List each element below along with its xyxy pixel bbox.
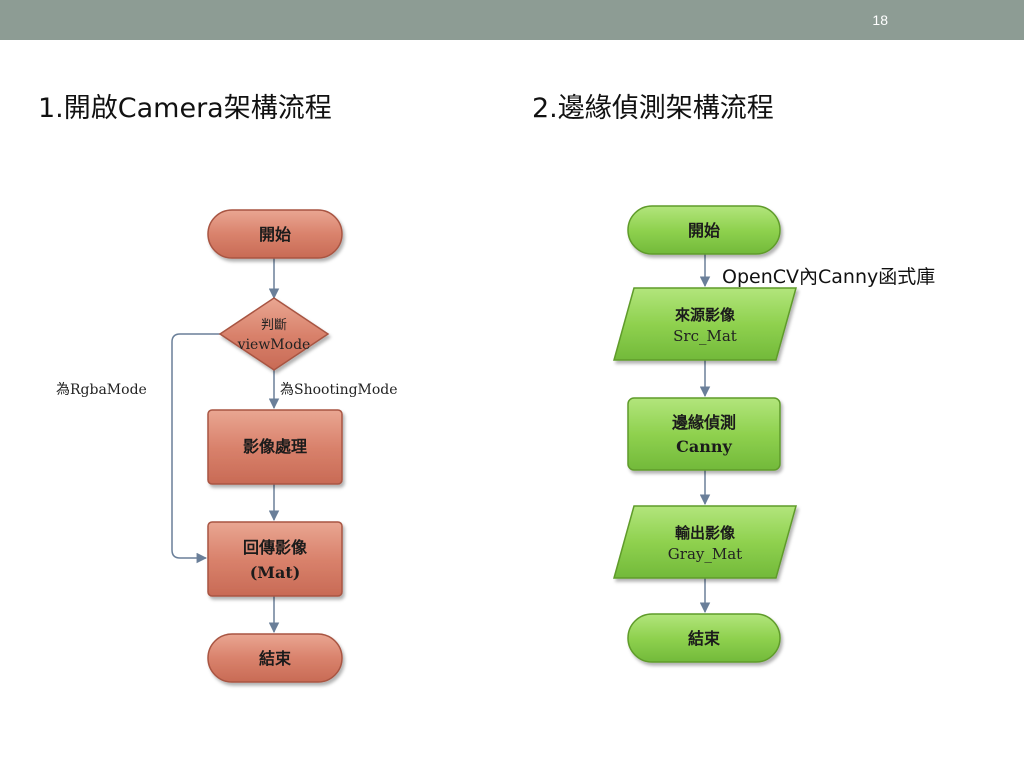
left-decision-label-1: 判斷 — [261, 318, 287, 333]
right-end-label: 結束 — [688, 629, 721, 648]
right-canny-label-2: Canny — [676, 437, 732, 456]
slide-header-bar: 18 — [0, 0, 1024, 40]
left-start-label: 開始 — [259, 225, 291, 244]
branch-label-shooting: 為ShootingMode — [280, 382, 398, 398]
left-process-label: 影像處理 — [243, 437, 307, 456]
right-input-parallelogram — [613, 287, 797, 361]
left-flowchart: 開始 判斷 viewMode 為RgbaMode 為ShootingMode 影… — [56, 209, 398, 683]
right-canny-box — [627, 397, 781, 471]
right-output-label-1: 輸出影像 — [675, 524, 736, 542]
right-end-terminal — [627, 613, 781, 663]
branch-label-rgba: 為RgbaMode — [56, 382, 147, 398]
left-end-terminal — [207, 633, 343, 683]
left-return-label-1: 回傳影像 — [243, 538, 308, 557]
right-canny-label-1: 邊緣偵測 — [672, 413, 736, 432]
right-input-label-1: 來源影像 — [675, 306, 736, 324]
right-start-terminal — [627, 205, 781, 255]
left-decision-label-2: viewMode — [237, 337, 311, 353]
connector-rgba-branch — [171, 333, 222, 564]
right-input-label-2: Src_Mat — [673, 327, 737, 345]
left-return-box — [207, 521, 343, 597]
opencv-canny-note: OpenCV內Canny函式庫 — [722, 266, 935, 288]
right-start-label: 開始 — [688, 221, 720, 240]
left-start-terminal — [207, 209, 343, 259]
left-decision-diamond — [218, 297, 330, 371]
title-camera-flow: 1.開啟Camera架構流程 — [38, 93, 332, 124]
left-return-label-2: (Mat) — [250, 563, 301, 582]
page-number: 18 — [872, 12, 888, 28]
right-flowchart: 開始 OpenCV內Canny函式庫 來源影像 Src_Mat 邊緣偵測 Can… — [613, 205, 935, 663]
right-output-label-2: Gray_Mat — [668, 545, 742, 563]
title-edge-detection-flow: 2.邊緣偵測架構流程 — [532, 93, 774, 124]
left-process-box — [207, 409, 343, 485]
right-output-parallelogram — [613, 505, 797, 579]
left-end-label: 結束 — [259, 649, 292, 668]
